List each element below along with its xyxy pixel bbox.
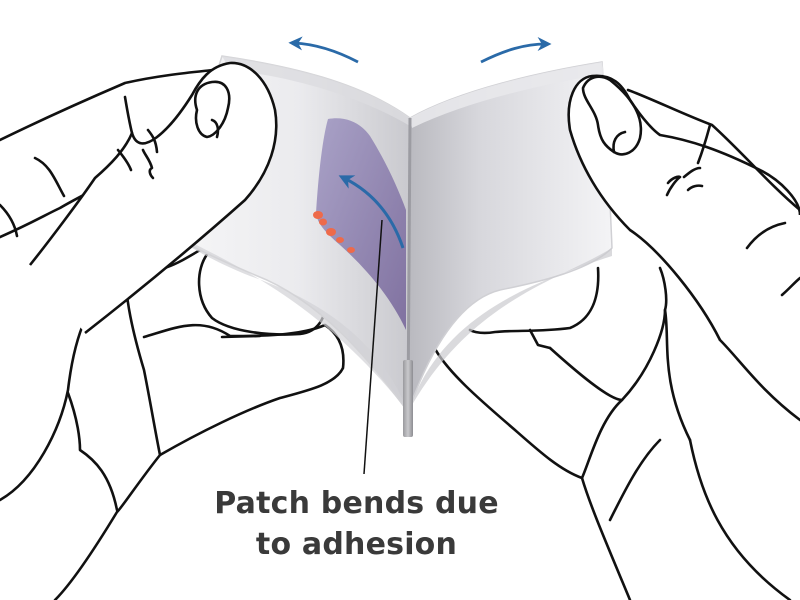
right-hand-lower xyxy=(431,266,792,600)
adhesion-residue xyxy=(313,211,355,253)
patch-bend-arrow-icon xyxy=(338,175,405,249)
adhered-patch xyxy=(313,118,406,331)
leader-line xyxy=(363,219,383,475)
film-fold-stem xyxy=(403,360,413,437)
right-outward-arrow-icon xyxy=(480,37,552,64)
caption-line-2: to adhesion xyxy=(255,527,458,562)
left-outward-arrow-icon xyxy=(288,36,359,64)
patch-body xyxy=(316,118,406,331)
left-hand xyxy=(0,61,278,335)
caption-line-1: Patch bends due xyxy=(214,486,499,521)
right-hand xyxy=(567,74,800,422)
figure-caption: Patch bends due to adhesion xyxy=(0,483,713,565)
